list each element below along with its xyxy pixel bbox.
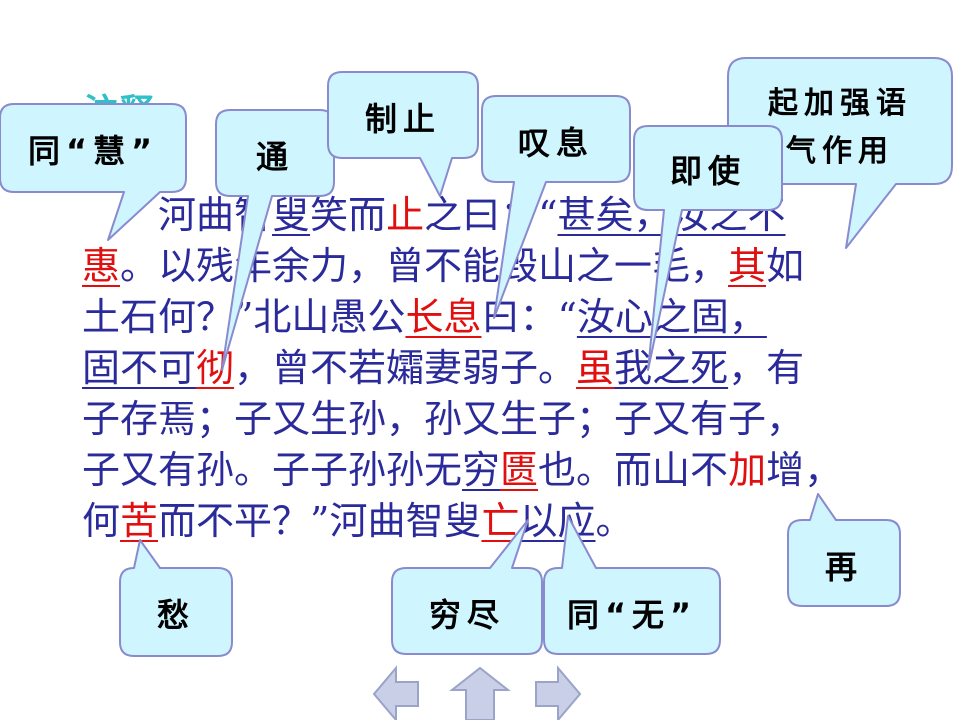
- home-arrow-icon[interactable]: [449, 666, 511, 720]
- callout-zhizhi-bubble: [327, 71, 479, 197]
- callout-zai-bubble: [787, 493, 901, 607]
- callout-tongwu-bubble: [543, 515, 721, 655]
- callout-zhizhi-label: 制止: [364, 100, 441, 138]
- callout-chou-bubble: [119, 539, 233, 657]
- passage-line-5: 子存焉；子又生孙，孙又生子；子又有子，: [82, 397, 805, 441]
- callout-qijia-label-line2: 气作用: [786, 134, 894, 169]
- callout-qiongjin-label: 穷尽: [428, 596, 505, 634]
- callout-hui-label: 同“慧”: [27, 132, 159, 170]
- callout-jishi-label: 即使: [669, 152, 746, 190]
- passage-line-4: 固不可彻，曾不若孀妻弱子。虽我之死，有: [82, 346, 805, 390]
- callout-chou-label: 愁: [156, 596, 195, 634]
- callout-tanxi-bubble: [481, 95, 631, 319]
- next-arrow-icon[interactable]: [535, 665, 582, 720]
- callout-zai-label: 再: [824, 548, 863, 586]
- passage-line-3: 土石何？”北山愚公长息曰：“汝心之固，: [82, 295, 767, 339]
- callout-qiongjin-bubble: [391, 519, 543, 655]
- passage-line-7: 何苦而不平？”河曲智叟亡以应。: [82, 499, 634, 543]
- callout-qijia-label-line1: 起加强语: [768, 86, 912, 121]
- passage-line-2: 惠。以残年余力，曾不能毁山之一毛，其如: [82, 244, 805, 288]
- callout-tong-label: 通: [255, 138, 294, 176]
- callout-jishi-bubble: [633, 125, 783, 371]
- passage-line-6: 子又有孙。子子孙孙无穷匮也。而山不加增，: [82, 448, 843, 492]
- callout-hui-bubble: [0, 103, 187, 241]
- callout-tongwu-label: 同“无”: [566, 596, 698, 634]
- prev-arrow-icon[interactable]: [372, 665, 419, 720]
- callout-tanxi-label: 叹息: [517, 124, 594, 162]
- callout-qijia-bubble: [727, 57, 953, 249]
